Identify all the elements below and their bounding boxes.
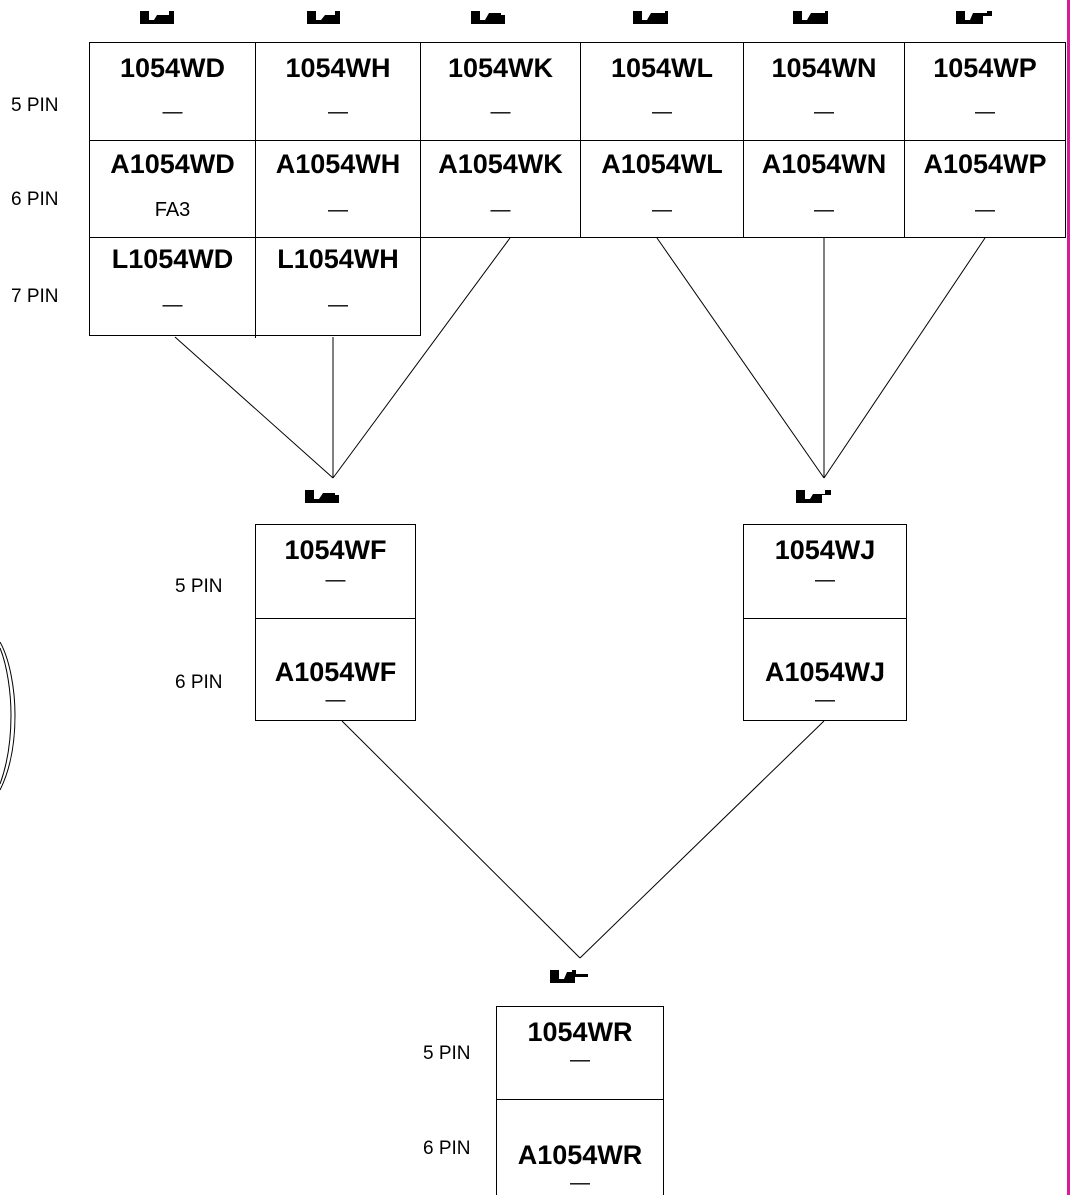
part-value: — <box>815 689 835 711</box>
box-cell: 1054WJ — <box>744 525 906 618</box>
bottom-box-frame <box>496 1006 664 1195</box>
box-cell: 1054WR — <box>497 1007 663 1099</box>
top-table-grid <box>89 42 1066 338</box>
table-cell: 1054WK — <box>421 43 580 140</box>
part-code: A1054WK <box>438 149 563 179</box>
part-code: 1054WJ <box>774 535 876 565</box>
part-code: 1054WD <box>119 53 226 83</box>
waveform-symbol-icon <box>796 490 831 503</box>
part-value: — <box>328 294 348 316</box>
part-value: — <box>325 569 346 591</box>
middle-box-frames <box>255 524 907 721</box>
part-value: — <box>814 101 834 123</box>
table-cell: 1054WH — <box>256 43 420 140</box>
pin-label-6: 6 PIN <box>175 672 223 693</box>
waveform-symbol-icon <box>307 11 340 24</box>
part-code: 1054WN <box>771 53 877 83</box>
part-value: — <box>328 199 348 221</box>
part-code: A1054WJ <box>764 657 886 687</box>
waveform-symbol-icon <box>793 11 828 24</box>
part-code: 1054WP <box>933 53 1037 83</box>
part-value: — <box>570 1172 590 1194</box>
part-value: — <box>162 294 183 316</box>
table-cell: A1054WD FA3 <box>90 141 255 237</box>
table-cell: L1054WD — <box>90 238 255 335</box>
part-code: L1054WH <box>277 244 399 274</box>
table-cell: A1054WL — <box>581 141 743 237</box>
box-cell: A1054WJ — <box>744 619 906 720</box>
box-cell: A1054WR — <box>497 1100 663 1195</box>
part-value: — <box>652 101 672 123</box>
table-cell: A1054WH — <box>256 141 420 237</box>
waveform-symbol-icon <box>633 11 668 24</box>
accent-border-bar <box>1067 0 1070 1195</box>
part-code: A1054WD <box>110 149 235 179</box>
pin-label-6: 6 PIN <box>11 189 59 210</box>
part-code: 1054WL <box>610 53 714 83</box>
part-value: — <box>325 689 346 711</box>
part-value: — <box>815 569 835 591</box>
part-code: 1054WR <box>527 1017 633 1047</box>
part-value: FA3 <box>154 199 191 221</box>
box-cell: 1054WF — <box>256 525 415 618</box>
pin-label-6: 6 PIN <box>423 1138 471 1159</box>
part-code: A1054WH <box>275 149 401 179</box>
part-code: A1054WN <box>761 149 887 179</box>
waveform-symbol-icon <box>305 490 339 503</box>
table-cell: A1054WN — <box>744 141 904 237</box>
part-code: 1054WH <box>285 53 391 83</box>
part-code: 1054WK <box>447 53 554 83</box>
part-code: A1054WF <box>274 657 397 687</box>
part-value: — <box>975 199 995 221</box>
waveform-symbol-icon <box>471 11 505 24</box>
part-value: — <box>490 199 511 221</box>
pin-label-5: 5 PIN <box>423 1043 471 1064</box>
part-code: 1054WF <box>284 535 387 565</box>
table-cell: L1054WH — <box>256 238 420 335</box>
waveform-symbol-icon <box>140 11 174 24</box>
part-code: A1054WP <box>923 149 1047 179</box>
waveform-symbol-icon <box>550 970 588 983</box>
table-cell: A1054WP — <box>905 141 1065 237</box>
part-value: — <box>975 101 995 123</box>
box-cell: A1054WF — <box>256 619 415 720</box>
table-cell: 1054WN — <box>744 43 904 140</box>
part-code: A1054WL <box>601 149 723 179</box>
part-code: A1054WR <box>517 1140 643 1170</box>
table-cell: 1054WP — <box>905 43 1065 140</box>
pin-label-7: 7 PIN <box>11 286 59 307</box>
table-cell: 1054WD — <box>90 43 255 140</box>
table-cell: A1054WK — <box>421 141 580 237</box>
part-value: — <box>490 101 511 123</box>
part-code: L1054WD <box>111 244 234 274</box>
table-cell: 1054WL — <box>581 43 743 140</box>
part-value: — <box>814 199 834 221</box>
pin-label-5: 5 PIN <box>11 95 59 116</box>
part-value: — <box>328 101 348 123</box>
waveform-symbol-icon <box>956 11 992 24</box>
connector-lines <box>174 237 986 959</box>
part-value: — <box>570 1049 590 1071</box>
part-value: — <box>652 199 672 221</box>
pin-label-5: 5 PIN <box>175 576 223 597</box>
arc-outline-icon <box>0 641 16 791</box>
part-value: — <box>162 101 183 123</box>
